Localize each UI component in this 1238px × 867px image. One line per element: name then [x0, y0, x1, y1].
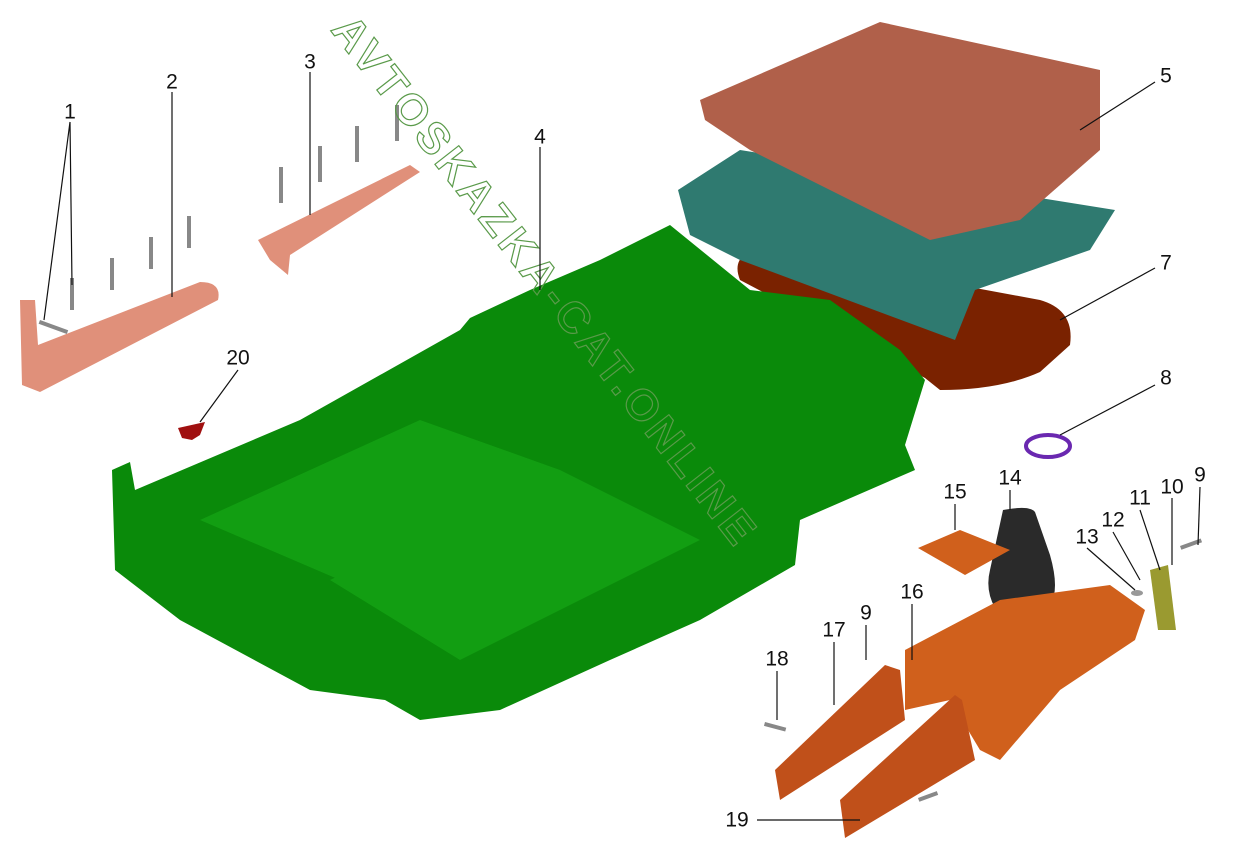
- part-2-sill-trim: [20, 282, 219, 392]
- callout-17: 17: [822, 618, 846, 642]
- callout-9: 9: [1194, 463, 1206, 487]
- callout-11: 11: [1129, 486, 1151, 510]
- part-5-top-mat: [700, 22, 1100, 240]
- callout-20: 20: [226, 346, 250, 370]
- floor-shading: [200, 420, 700, 660]
- part-15-cover: [918, 530, 1010, 575]
- callout-7: 7: [1160, 251, 1172, 275]
- screws: [38, 105, 1203, 802]
- callout-10: 10: [1160, 475, 1184, 499]
- callout-14: 14: [998, 466, 1022, 490]
- part-3-sill-trim: [258, 165, 420, 275]
- part-14-shift-boot: [988, 507, 1055, 608]
- part-13-washer: [1131, 590, 1143, 596]
- callout-2: 2: [166, 70, 178, 94]
- callout-12: 12: [1101, 508, 1125, 532]
- part-19-side-panel: [840, 695, 975, 838]
- part-8-clamp: [1024, 433, 1072, 459]
- callout-4: 4: [534, 125, 546, 149]
- part-20-clip: [178, 422, 205, 440]
- callout-15: 15: [943, 480, 967, 504]
- callout-5: 5: [1160, 64, 1172, 88]
- callout-16: 16: [900, 580, 924, 604]
- callout-3: 3: [304, 50, 316, 74]
- callout-1: 1: [64, 100, 76, 124]
- part-11-bracket: [1150, 565, 1176, 630]
- leader-lines: [43, 72, 1201, 821]
- callout-18: 18: [765, 647, 789, 671]
- callout-13: 13: [1075, 525, 1099, 549]
- callout-19: 19: [725, 808, 749, 832]
- part-17-side-panel: [775, 665, 905, 800]
- callout-8: 8: [1160, 366, 1172, 390]
- callout-9-lower: 9: [860, 601, 872, 625]
